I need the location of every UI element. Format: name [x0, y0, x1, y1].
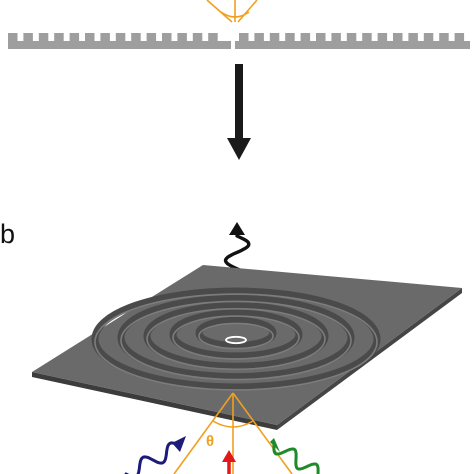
grating-tooth — [177, 33, 187, 42]
bullseye-plate — [32, 265, 462, 430]
grating-base — [8, 41, 470, 49]
down-arrow-icon — [227, 64, 251, 160]
grating-tooth — [162, 33, 172, 42]
grating-tooth — [316, 33, 326, 42]
grating-center-slit — [231, 30, 235, 52]
incident-wave-left — [124, 436, 186, 474]
grating-tooth — [146, 33, 157, 42]
grating-tooth — [393, 33, 403, 42]
grating-tooth — [115, 33, 126, 42]
grating-tooth — [8, 33, 18, 42]
incident-wave-center — [222, 450, 236, 474]
bottom-angle-line-left — [173, 392, 234, 474]
groove-ring-highlight — [198, 322, 274, 350]
bottom-angle-arc — [212, 420, 254, 428]
grating-tooth — [408, 33, 418, 42]
top-angle-arc — [220, 11, 250, 18]
grating-teeth — [8, 33, 465, 42]
grating-cross-section — [8, 30, 470, 52]
grating-tooth — [192, 33, 203, 42]
grating-tooth — [254, 33, 264, 42]
groove-ring-highlight — [94, 293, 378, 391]
grating-tooth — [239, 33, 249, 42]
grating-tooth — [54, 33, 64, 42]
angle-theta-label: θ — [206, 433, 214, 450]
emitted-wave-arrowhead — [229, 222, 245, 235]
concentric-grooves — [91, 287, 381, 391]
groove-ring — [195, 316, 277, 350]
grating-tooth — [423, 33, 434, 42]
grating-tooth — [285, 33, 295, 42]
top-angle-lines — [206, 0, 258, 23]
grating-tooth — [362, 33, 372, 42]
panel-label-b: b — [0, 219, 15, 249]
top-angle-line-right — [237, 0, 258, 23]
grating-tooth — [331, 33, 341, 42]
grating-tooth — [300, 33, 311, 42]
central-aperture — [225, 335, 247, 345]
top-angle-line-left — [206, 0, 233, 23]
groove-ring-highlight — [146, 307, 326, 371]
groove-ring-highlight — [172, 315, 300, 360]
grating-tooth — [346, 33, 357, 42]
grating-tooth — [377, 33, 388, 42]
grating-tooth — [454, 33, 465, 42]
grating-tooth — [69, 33, 80, 42]
grating-tooth — [131, 33, 141, 42]
bottom-angle-line-right — [232, 392, 293, 474]
grating-tooth — [38, 33, 49, 42]
incident-wave-right — [270, 438, 320, 474]
grating-tooth — [23, 33, 33, 42]
grating-tooth — [85, 33, 95, 42]
grating-tooth — [439, 33, 449, 42]
groove-ring-highlight — [120, 300, 352, 381]
grating-tooth — [208, 33, 218, 42]
grating-tooth — [100, 33, 110, 42]
grating-tooth — [269, 33, 280, 42]
